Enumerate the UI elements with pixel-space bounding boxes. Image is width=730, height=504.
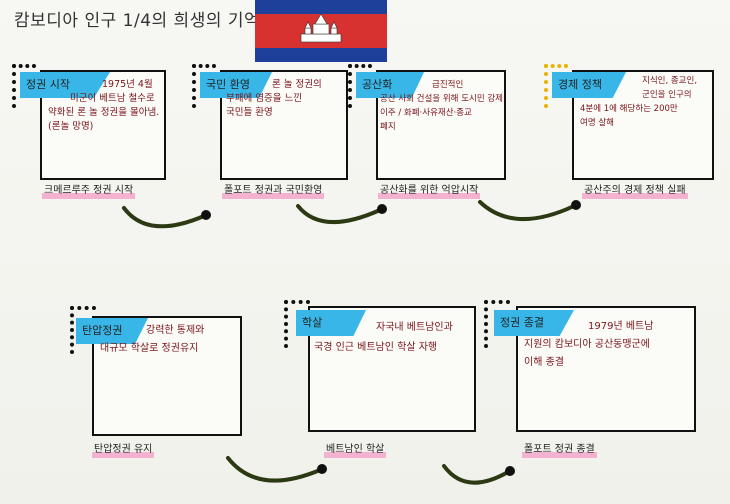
card-caption: 크메르루주 정권 시작 [42,181,136,199]
card-description: 론 놀 정권의 부패에 염증을 느낀 국민들 환영 [226,79,322,118]
card-description: 1975년 4월 미군이 베트남 철수로 약화된 론 놀 정권을 몰아냄. (론… [48,79,160,132]
timeline-card-4: 경제 정책 지식인, 종교인, 군인을 인구의 4분에 1에 해당하는 200만… [544,64,720,204]
card-caption: 베트남인 학살 [324,440,387,458]
dotted-corner [70,306,96,354]
timeline-card-7: 정권 종결 1979년 베트남 지원의 캄보디아 공산동맹군에 이해 종결 폴포… [484,300,696,458]
card-tag: 공산화 [356,72,424,98]
curved-arrow-icon [478,200,581,222]
card-description: 강력한 통제와 대규모 학살로 정권유지 [100,325,205,354]
card-description: 1979년 베트남 지원의 캄보디아 공산동맹군에 이해 종결 [524,321,654,368]
card-tag: 국민 환영 [200,72,272,98]
timeline-card-3: 공산화 급진적인 공산 사회 건설을 위해 도시민 강제 이주 / 화폐·사유재… [348,64,508,204]
dotted-corner [484,300,510,348]
curved-arrow-icon [226,456,327,483]
card-description: 자국내 베트남인과 국경 인근 베트남인 학살 자행 [314,322,453,353]
card-description: 급진적인 공산 사회 건설을 위해 도시민 강제 이주 / 화폐·사유재산·종교… [380,80,503,132]
timeline-card-5: 탄압정권 강력한 통제와 대규모 학살로 정권유지 탄압정권 유지 [70,306,250,458]
cambodia-flag-icon [255,0,387,62]
card-caption: 공산주의 경제 정책 실패 [582,181,688,199]
card-caption: 폴포트 정권 종결 [522,440,597,458]
dotted-corner [544,64,568,108]
timeline-card-2: 국민 환영 론 놀 정권의 부패에 염증을 느낀 국민들 환영 폴포트 정권과 … [192,64,352,204]
page-title: 캄보디아 인구 1/4의 희생의 기억 [14,11,261,31]
curved-arrow-icon [122,206,211,229]
card-tag: 정권 시작 [20,72,110,98]
dotted-corner [348,64,372,108]
card-tag: 정권 종결 [494,310,574,336]
timeline-card-1: 정권 시작 1975년 4월 미군이 베트남 철수로 약화된 론 놀 정권을 몰… [12,64,166,204]
dotted-corner [12,64,36,108]
card-caption: 공산화를 위한 억압시작 [378,181,481,199]
card-description: 지식인, 종교인, 군인을 인구의 4분에 1에 해당하는 200만 여명 살해 [580,76,698,128]
timeline-card-6: 학살 자국내 베트남인과 국경 인근 베트남인 학살 자행 베트남인 학살 [284,300,476,458]
card-tag: 경제 정책 [552,72,626,98]
curved-arrow-icon [296,204,387,224]
card-tag: 학살 [296,310,366,336]
card-caption: 탄압정권 유지 [92,440,155,458]
dotted-corner [192,64,216,108]
card-tag: 탄압정권 [76,318,148,344]
card-caption: 폴포트 정권과 국민환영 [222,181,325,199]
curved-arrow-icon [442,464,515,485]
dotted-corner [284,300,310,348]
